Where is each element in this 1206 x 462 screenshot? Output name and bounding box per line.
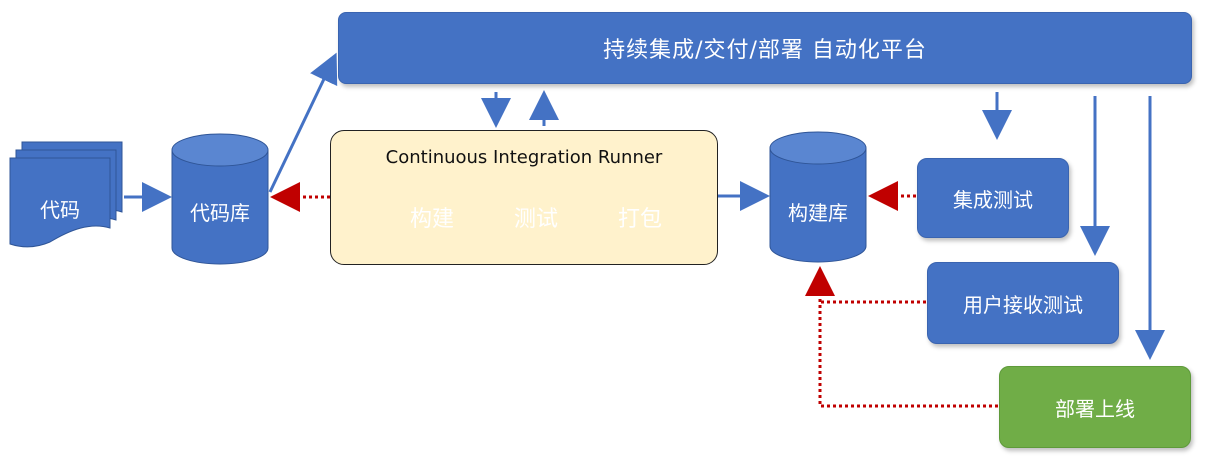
stage-build-label: 构建 — [409, 207, 454, 232]
code-repo-cylinder — [171, 133, 269, 265]
platform-label: 持续集成/交付/部署 自动化平台 — [603, 38, 927, 63]
uat-label: 用户接收测试 — [963, 292, 1083, 317]
uat-box: 用户接收测试 — [927, 262, 1119, 344]
arrow-repo-to-platform — [268, 52, 338, 193]
artifact-repo-cylinder — [769, 131, 867, 263]
code-label: 代码 — [40, 198, 80, 222]
integration-test-box: 集成测试 — [917, 158, 1069, 238]
integration-test-label: 集成测试 — [953, 187, 1033, 212]
ci-runner-panel: Continuous Integration Runner — [330, 130, 718, 265]
deploy-box: 部署上线 — [999, 366, 1191, 448]
deploy-label: 部署上线 — [1055, 396, 1135, 421]
artifact-repo-label: 构建库 — [788, 201, 848, 225]
runner-title: Continuous Integration Runner — [385, 147, 663, 168]
code-repo-label: 代码库 — [190, 201, 250, 225]
automation-platform-bar: 持续集成/交付/部署 自动化平台 — [338, 12, 1192, 84]
stage-test-label: 测试 — [513, 207, 558, 232]
code-document-icon — [9, 141, 123, 248]
stage-package-label: 打包 — [617, 207, 662, 232]
